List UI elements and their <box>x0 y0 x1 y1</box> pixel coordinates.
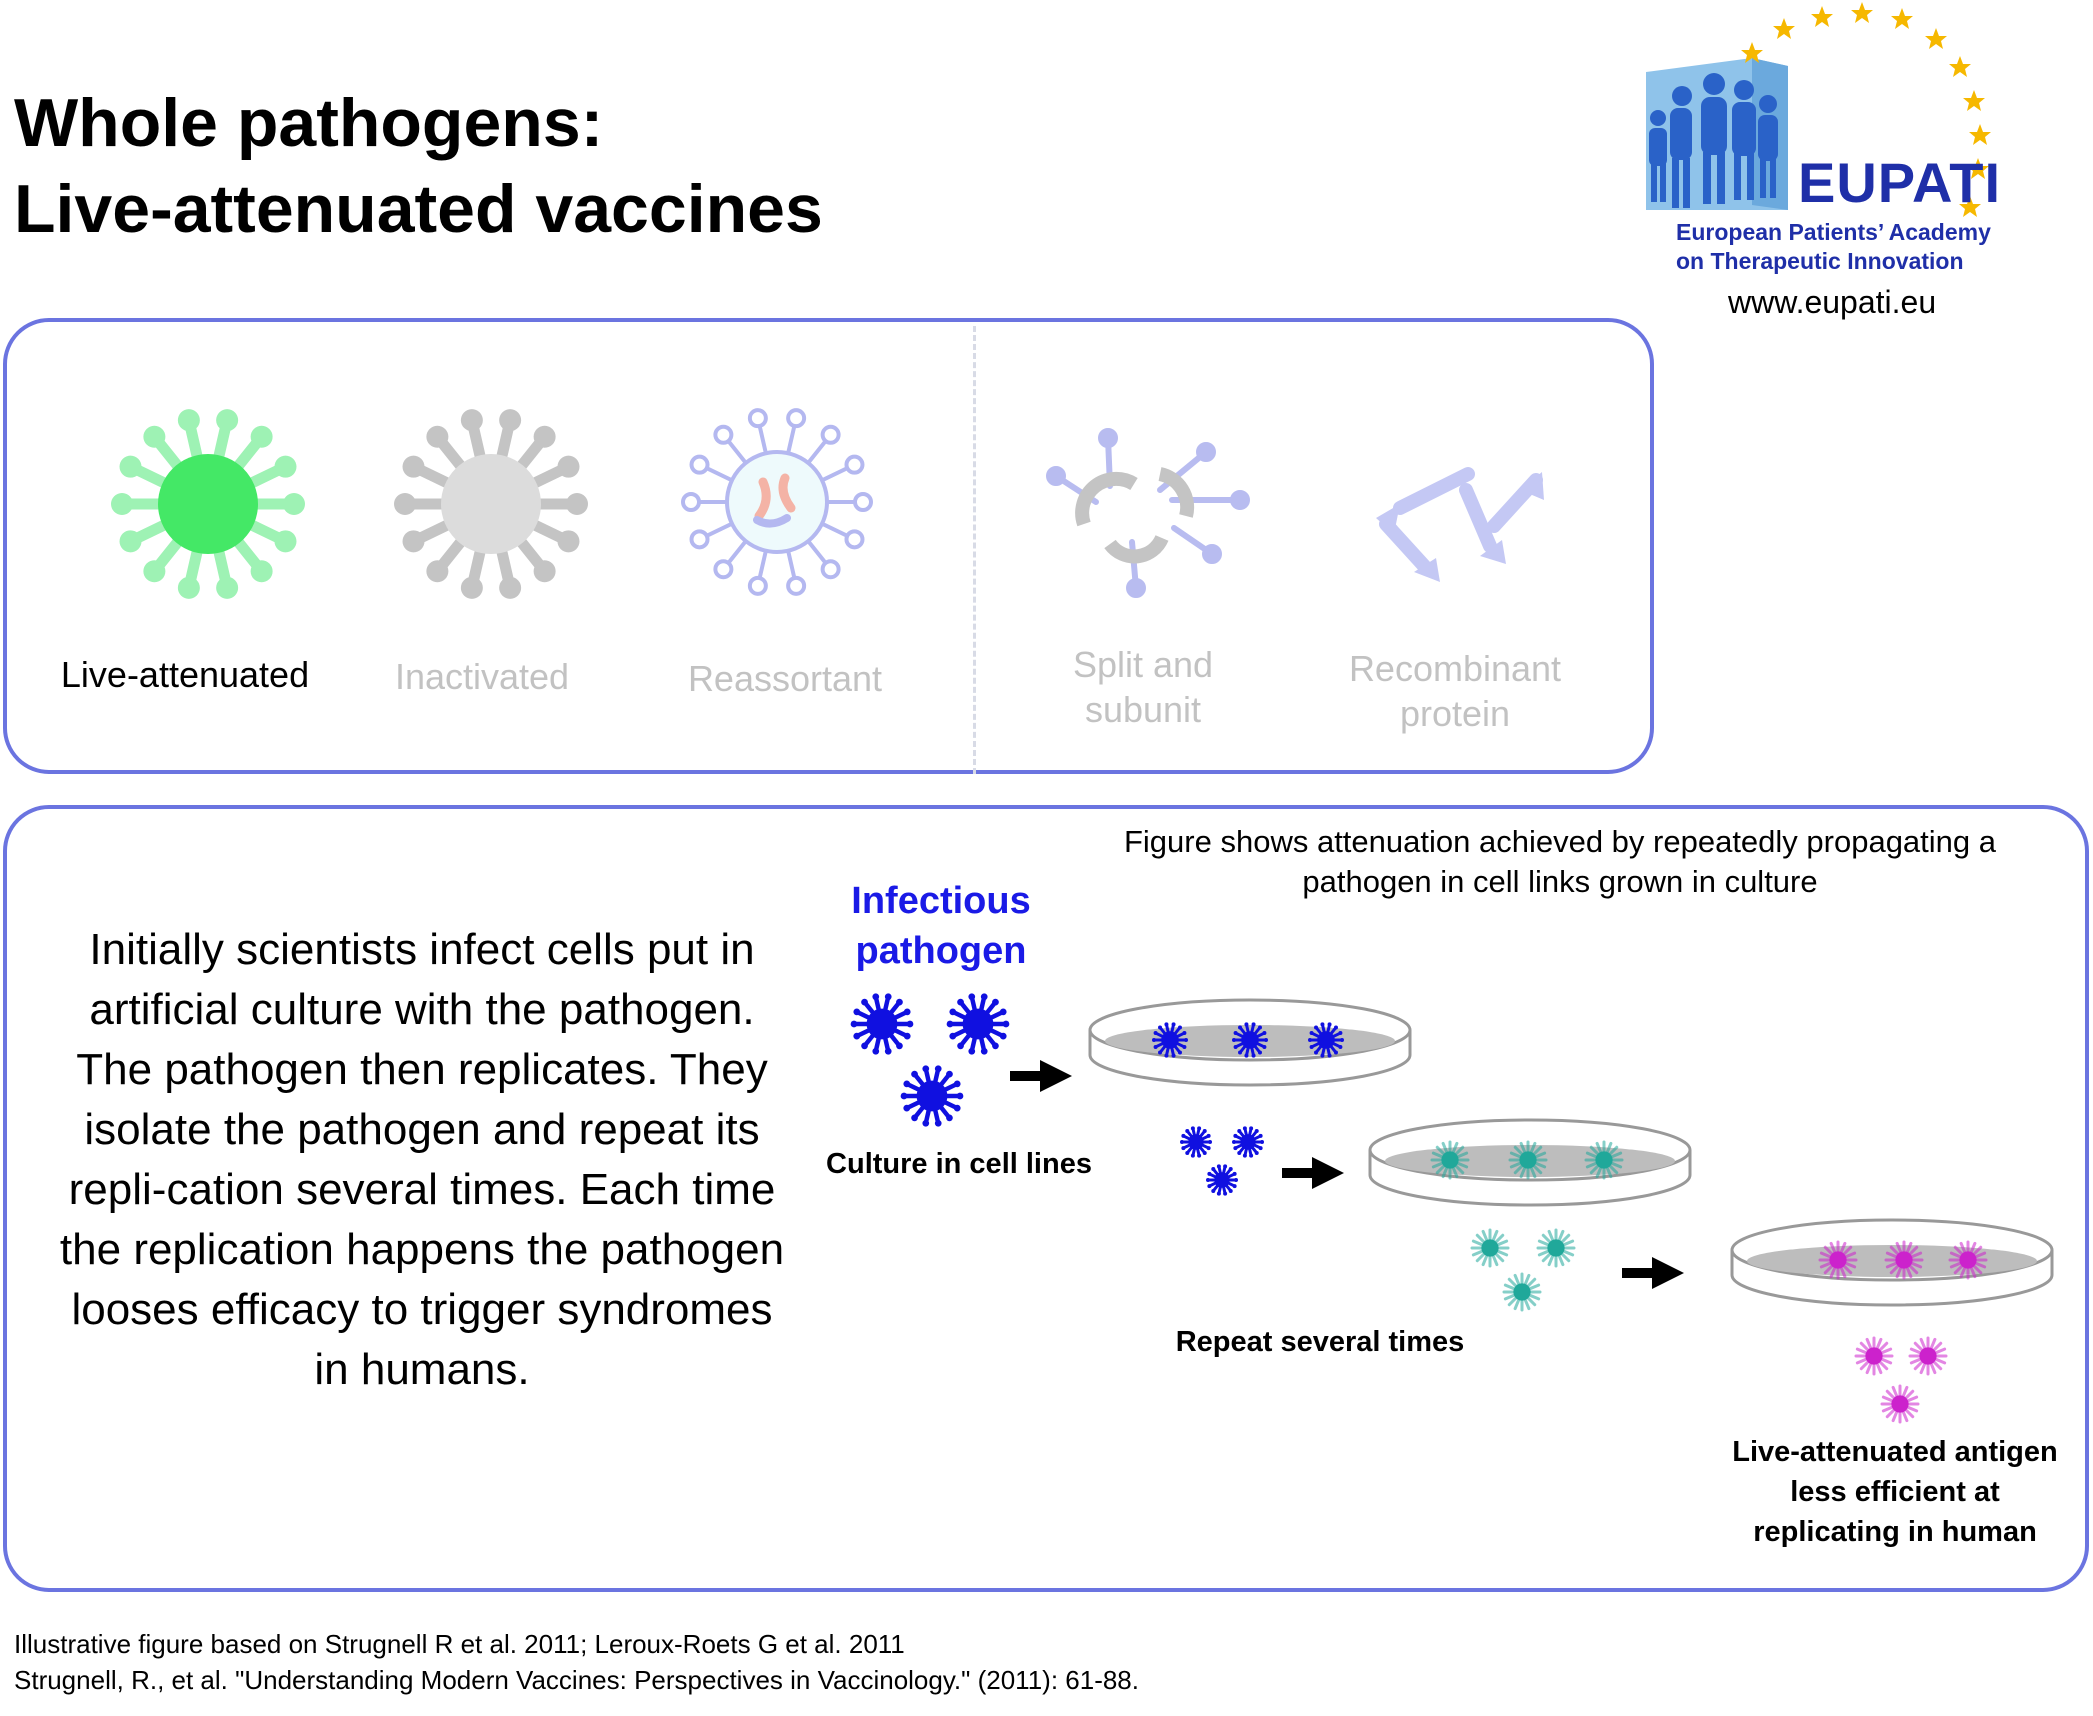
infectious-pathogen-icon <box>900 1065 964 1127</box>
result-label: Live-attenuated antigen less efficient a… <box>1732 1436 2058 1548</box>
eupati-url[interactable]: www.eupati.eu <box>1728 284 1937 320</box>
vaccine-label-inactivated: Inactivated <box>394 656 570 697</box>
infectious-pathogen-icon <box>850 993 914 1055</box>
intermediate-pathogen-icon <box>1502 1272 1542 1312</box>
vaccine-types-panel <box>3 318 1654 774</box>
page-title-line-1: Whole pathogens: <box>14 85 604 161</box>
infectious-pathogen-icon <box>1152 1022 1188 1058</box>
vaccine-label-split-subunit: Split and subunit <box>1072 644 1214 730</box>
infectious-pathogen-label: Infectious pathogen <box>851 880 1031 972</box>
eupati-subtitle: European Patients’ Academy on Therapeuti… <box>1676 219 1991 274</box>
intermediate-pathogen-icon <box>1508 1140 1548 1180</box>
page-title-line-2: Live-attenuated vaccines <box>14 171 823 247</box>
star-ring <box>1741 2 1991 217</box>
infectious-pathogen-icon <box>1308 1022 1344 1058</box>
culture-dish-3 <box>1730 1218 2054 1307</box>
intermediate-pathogen-icon <box>1536 1228 1576 1268</box>
attenuated-pathogen-icon <box>1948 1240 1988 1280</box>
arrow-right-icon <box>1282 1157 1344 1189</box>
vaccine-label-recombinant: Recombinant protein <box>1348 648 1562 734</box>
attenuated-pathogen-icon <box>1908 1336 1948 1376</box>
vaccine-label-live-attenuated: Live-attenuated <box>60 654 310 695</box>
infectious-pathogen-icon <box>946 993 1010 1055</box>
infectious-pathogen-icon <box>1232 1022 1268 1058</box>
repeat-label: Repeat several times <box>1175 1326 1465 1358</box>
page-title: Whole pathogens: Live-attenuated vaccine… <box>14 80 823 252</box>
arrow-right-icon <box>1010 1060 1072 1092</box>
infectious-pathogen-icon <box>1180 1126 1212 1158</box>
arrow-right-icon <box>1622 1257 1684 1289</box>
infectious-pathogen-icon <box>1206 1164 1238 1196</box>
figure-caption: Figure shows attenuation achieved by rep… <box>1123 824 1997 899</box>
panel-divider <box>973 326 976 774</box>
recombinant-protein-icon <box>1376 467 1544 582</box>
references: Illustrative figure based on Strugnell R… <box>14 1629 1139 1695</box>
attenuated-pathogen-icon <box>1854 1336 1894 1376</box>
intermediate-pathogen-icon <box>1584 1140 1624 1180</box>
infectious-pathogen-icon <box>1232 1126 1264 1158</box>
intermediate-pathogen-icon <box>1430 1140 1470 1180</box>
reassortant-virus-icon <box>681 408 873 596</box>
attenuated-pathogen-icon <box>1884 1240 1924 1280</box>
split-subunit-icon <box>1046 428 1250 598</box>
process-description: Initially scientists infect cells put in… <box>59 925 785 1394</box>
attenuated-pathogen-icon <box>1818 1240 1858 1280</box>
intermediate-pathogen-icon <box>1470 1228 1510 1268</box>
vaccine-label-reassortant: Reassortant <box>687 658 883 699</box>
process-panel <box>3 805 2089 1592</box>
live-attenuated-virus-icon <box>111 409 305 599</box>
culture-label: Culture in cell lines <box>826 1148 1092 1180</box>
inactivated-virus-icon <box>394 409 588 599</box>
eupati-emblem-icon <box>1646 2 1991 217</box>
attenuated-pathogen-icon <box>1880 1384 1920 1424</box>
eupati-wordmark: EUPATI <box>1798 151 2002 214</box>
eupati-logo: EUPATI European Patients’ Academy on The… <box>1640 0 2093 320</box>
